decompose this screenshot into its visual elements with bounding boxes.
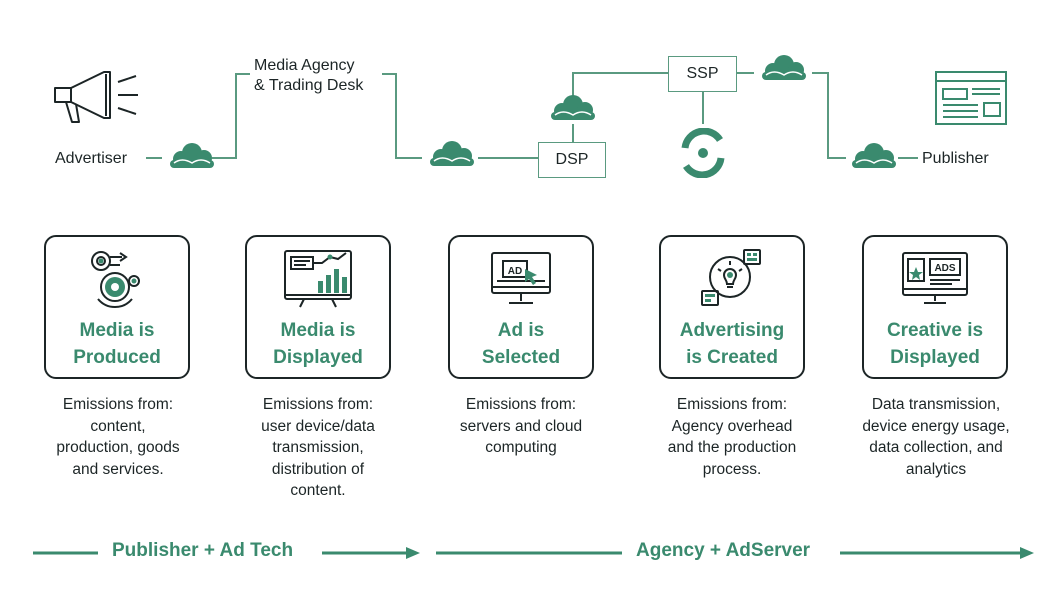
stage-card-ad-selected: AD Ad is Selected: [448, 235, 594, 379]
stage-card-media-displayed: Media is Displayed: [245, 235, 391, 379]
stage-description: Emissions from: Agency overhead and the …: [667, 396, 797, 478]
stage-description: Emissions from: content, production, goo…: [56, 396, 180, 478]
stage-description: Data transmission, device energy usage, …: [862, 396, 1010, 478]
webpage-icon: [935, 71, 1007, 125]
stage-card-media-produced: Media is Produced: [44, 235, 190, 379]
cloud-icon: [430, 141, 474, 166]
svg-text:ADS: ADS: [934, 263, 955, 274]
cloud-icon: [170, 143, 214, 168]
ads-screen-icon: ADS: [902, 252, 968, 304]
phase-arrows: [33, 547, 1034, 559]
megaphone-icon: [54, 71, 138, 123]
media-agency-label: Media Agency & Trading Desk: [254, 57, 364, 94]
cloud-icon: [551, 95, 595, 120]
ssp-label: SSP: [686, 65, 719, 82]
phase-label-publisher: Publisher + Ad Tech: [112, 540, 294, 561]
stage-description: Emissions from: servers and cloud comput…: [459, 396, 583, 456]
advertiser-label: Advertiser: [55, 150, 128, 167]
stage-title: Media is Displayed: [273, 320, 363, 368]
publisher-label: Publisher: [922, 150, 989, 167]
cloud-icon: [852, 143, 896, 168]
ssp-box: SSP: [668, 56, 737, 92]
stage-title: Ad is Selected: [481, 320, 561, 368]
stage-card-advertising-created: Advertising is Created: [659, 235, 805, 379]
flow-diagram-lines: [146, 72, 918, 159]
stage-title: Advertising is Created: [679, 320, 785, 368]
stage-description: Emissions from: user device/data transmi…: [261, 396, 375, 499]
phase-label-agency: Agency + AdServer: [636, 540, 811, 561]
svg-text:AD: AD: [508, 266, 522, 277]
presentation-chart-icon: [284, 250, 352, 308]
ad-monitor-icon: AD: [491, 252, 551, 304]
cloud-icon: [762, 55, 806, 80]
dsp-label: DSP: [555, 151, 589, 168]
brand-logo-icon: [681, 128, 725, 178]
dsp-box: DSP: [538, 142, 606, 178]
stage-card-creative-displayed: ADS Creative is Displayed: [862, 235, 1008, 379]
idea-lightbulb-icon: [701, 249, 761, 306]
gear-process-icon: [91, 251, 140, 309]
stage-title: Creative is Displayed: [886, 320, 984, 368]
stage-title: Media is Produced: [73, 320, 161, 368]
